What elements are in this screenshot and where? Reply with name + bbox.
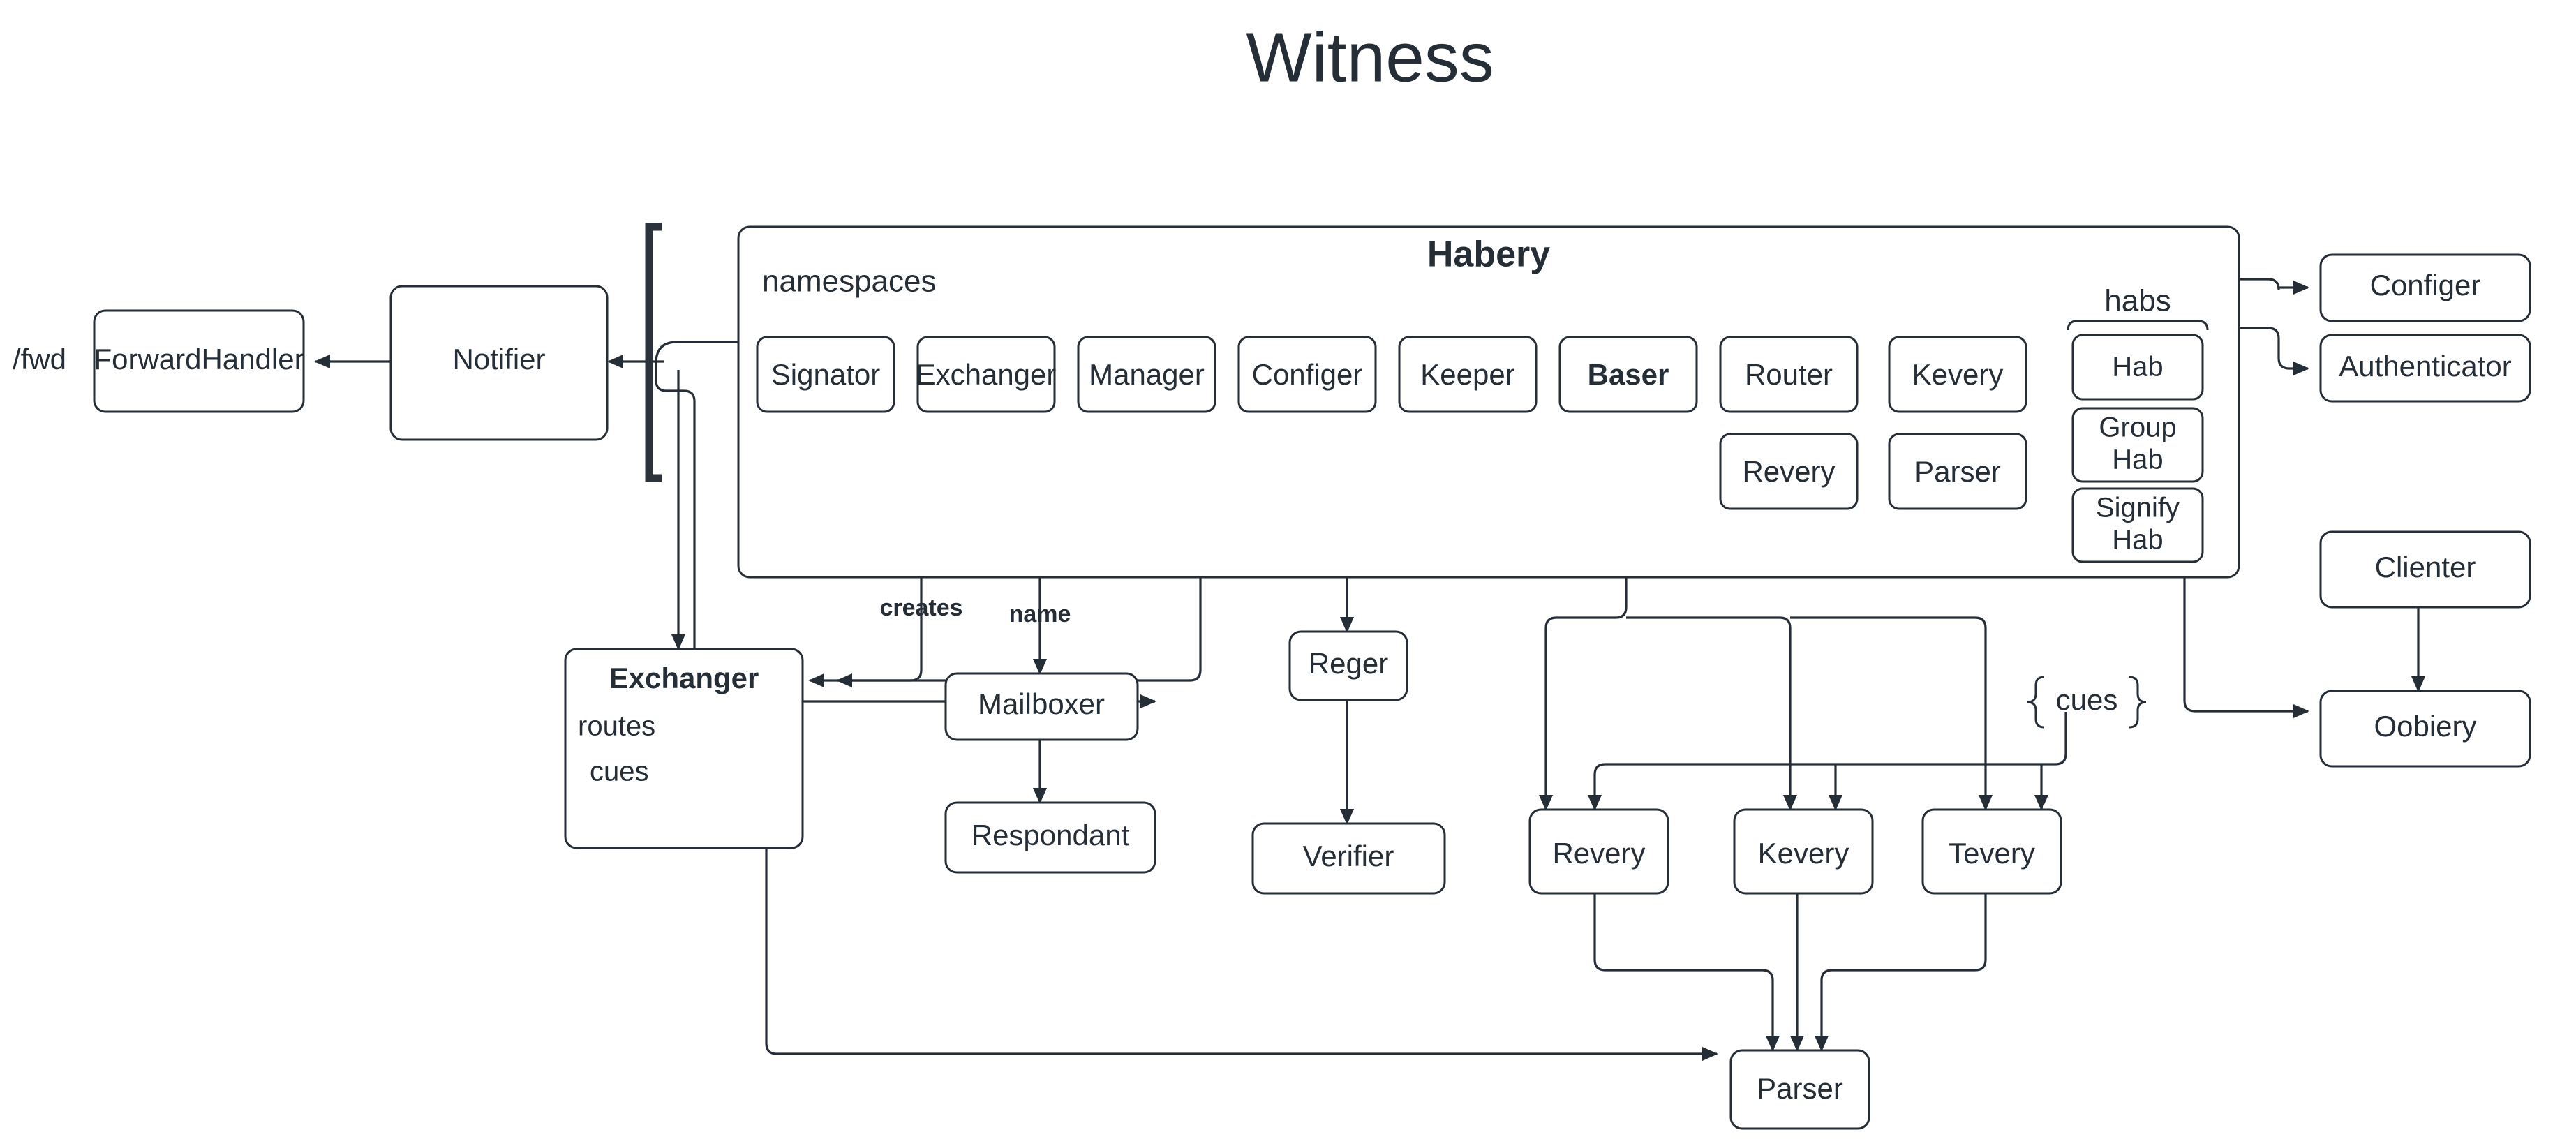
node-label: Parser <box>1914 455 2001 488</box>
habs-node-hab[interactable]: Hab <box>2071 334 2204 401</box>
edge-label-name: name <box>1009 601 1071 627</box>
edge-baser-to-tevery <box>1790 616 1993 811</box>
node-label: Mailboxer <box>978 687 1105 720</box>
edge-exchanger-to-parser <box>765 848 1718 1062</box>
exchanger-attr-cues: cues <box>590 757 649 787</box>
node-configer-right[interactable]: Configer <box>2319 253 2531 322</box>
node-label: Notifier <box>452 343 545 375</box>
edge-creates <box>808 577 923 688</box>
node-notifier[interactable]: Notifier <box>389 285 609 441</box>
node-label: Revery <box>1742 455 1835 488</box>
node-revery-lower[interactable]: Revery <box>1528 808 1669 895</box>
node-label: Kevery <box>1758 837 1849 870</box>
node-parser-lower[interactable]: Parser <box>1729 1049 1870 1130</box>
node-clienter[interactable]: Clienter <box>2319 530 2531 609</box>
node-kevery-lower[interactable]: Kevery <box>1733 808 1874 895</box>
node-label: Oobiery <box>2374 710 2476 743</box>
namespace-node-revery[interactable]: Revery <box>1719 433 1859 510</box>
namespace-node-router[interactable]: Router <box>1719 336 1859 413</box>
habs-label: habs <box>2104 284 2171 318</box>
node-authenticator[interactable]: Authenticator <box>2319 334 2531 403</box>
node-label: ForwardHandler <box>94 343 304 375</box>
habery-title: Habery <box>1427 234 1550 275</box>
node-label-line1: Signify <box>2096 493 2180 523</box>
cues-right-brace-icon <box>2129 676 2147 729</box>
node-mailboxer[interactable]: Mailboxer <box>944 672 1139 741</box>
node-label: Clienter <box>2375 551 2476 583</box>
cues-left-brace-icon <box>2027 676 2045 729</box>
exchanger-attr-routes: routes <box>578 711 655 742</box>
node-label: Tevery <box>1949 837 2035 870</box>
cues-label: cues <box>2056 683 2118 716</box>
fwd-label: /fwd <box>13 343 66 375</box>
node-label: Reger <box>1309 647 1388 680</box>
edge-cues-to-revery <box>1587 712 2067 811</box>
node-label: Manager <box>1089 358 1205 391</box>
node-verifier[interactable]: Verifier <box>1251 822 1446 895</box>
edge-revery-to-parser <box>1593 893 1780 1052</box>
node-label: Baser <box>1588 358 1669 391</box>
exchanger-title: Exchanger <box>609 662 759 694</box>
node-label: Keeper <box>1420 358 1514 391</box>
namespace-node-configer[interactable]: Configer <box>1237 336 1377 413</box>
node-label: Router <box>1745 358 1833 391</box>
node-label-line2: Hab <box>2112 525 2163 556</box>
node-label-line2: Hab <box>2112 445 2163 475</box>
node-label: Exchanger <box>916 358 1057 391</box>
node-label-line1: Group <box>2099 412 2176 443</box>
node-tevery-lower[interactable]: Tevery <box>1921 808 2062 895</box>
namespace-node-manager[interactable]: Manager <box>1077 336 1216 413</box>
edge-baser-to-kevery <box>1626 616 1798 811</box>
habs-node-group-hab[interactable]: Group Hab <box>2071 407 2204 483</box>
node-label: Authenticator <box>2339 350 2512 382</box>
node-label: Parser <box>1757 1072 1843 1105</box>
namespace-node-exchanger[interactable]: Exchanger <box>916 336 1057 413</box>
edge-habery-to-exchanger <box>836 577 1202 688</box>
namespace-node-baser[interactable]: Baser <box>1558 336 1698 413</box>
page-title: Witness <box>1246 18 1494 96</box>
namespace-node-signator[interactable]: Signator <box>756 336 895 413</box>
namespace-node-keeper[interactable]: Keeper <box>1398 336 1538 413</box>
edge-habery-to-authenticator <box>2238 327 2309 376</box>
edge-tevery-to-parser <box>1814 893 1987 1052</box>
node-oobiery[interactable]: Oobiery <box>2319 690 2531 768</box>
node-label: Revery <box>1552 837 1645 870</box>
edge-label-creates: creates <box>879 595 962 621</box>
edge-baser-to-revery <box>1538 482 1628 811</box>
node-label: Kevery <box>1912 358 2004 391</box>
node-respondant[interactable]: Respondant <box>944 801 1156 874</box>
node-exchanger-detail[interactable]: Exchanger routes cues <box>564 648 804 849</box>
habs-brace <box>2067 320 2209 331</box>
namespaces-label: namespaces <box>762 265 936 299</box>
namespace-node-parser[interactable]: Parser <box>1888 433 2027 510</box>
node-label: Configer <box>1252 358 1363 391</box>
node-label: Configer <box>2370 269 2481 302</box>
node-reger[interactable]: Reger <box>1288 630 1408 701</box>
cues-brace-group: cues <box>2027 676 2147 729</box>
namespace-node-kevery[interactable]: Kevery <box>1888 336 2027 413</box>
node-label: Respondant <box>971 819 1130 851</box>
node-forward-handler[interactable]: ForwardHandler <box>93 309 305 413</box>
edge-habs-to-oobiery <box>2183 577 2309 719</box>
node-label: Hab <box>2112 352 2163 382</box>
node-label: Verifier <box>1303 840 1394 872</box>
edge-habery-to-configer <box>2238 278 2309 295</box>
habs-node-signify-hab[interactable]: Signify Hab <box>2071 487 2204 563</box>
node-label: Signator <box>771 358 880 391</box>
witness-scope-bracket <box>645 223 662 482</box>
